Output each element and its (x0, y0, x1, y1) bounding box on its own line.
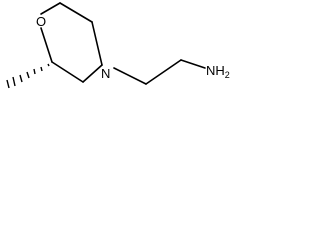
nitrogen-atom-label: N (101, 66, 110, 81)
bond-o-c3 (40, 2, 61, 15)
amine-subscript: 2 (225, 70, 230, 80)
bond-n-ch2 (113, 67, 147, 85)
bond-ch2-ch2 (145, 59, 182, 85)
amine-label: NH2 (206, 63, 230, 80)
bond-n-c6 (82, 64, 103, 83)
bond-c6-c2 (51, 61, 84, 83)
bond-c3-c5 (59, 2, 93, 23)
bond-c2-o (40, 27, 53, 63)
bond-ch2-nh2 (180, 59, 206, 69)
structure-diagram: O N NH2 (6, 2, 230, 89)
amine-nh-text: NH (206, 63, 225, 78)
hashed-wedge-bond (6, 63, 50, 89)
bond-c5-n (91, 21, 103, 66)
oxygen-atom-label: O (36, 14, 46, 29)
